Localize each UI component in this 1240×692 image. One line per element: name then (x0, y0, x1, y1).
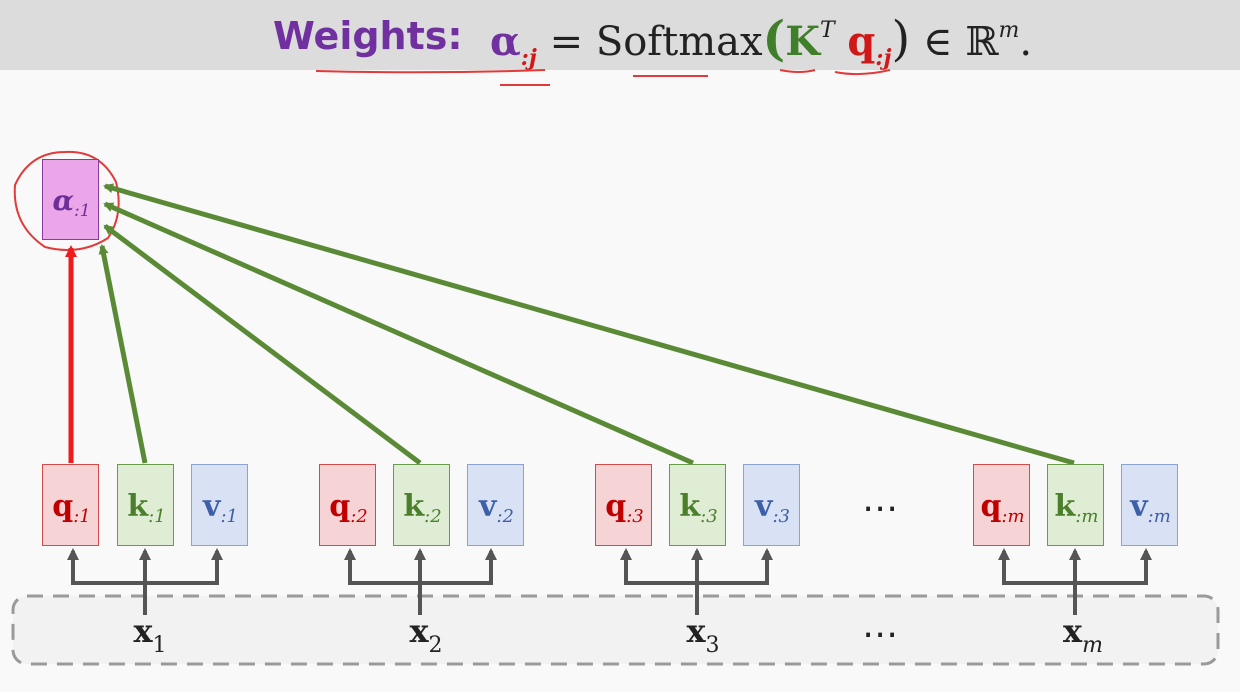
input-connectors (67, 548, 1152, 615)
value-box-2: v:2 (467, 464, 524, 546)
ellipsis-vectors: ⋯ (862, 488, 900, 529)
ellipsis-inputs: ⋯ (862, 614, 900, 655)
formula-expression: α:j = Softmax(KT q:j) ∈ ℝm. (490, 11, 1032, 71)
key-box-1: k:1 (117, 464, 174, 546)
q-subscript: :j (875, 45, 892, 71)
real-space: ∈ ℝ (910, 19, 999, 65)
paren-close: ) (891, 11, 911, 67)
input-container (11, 594, 1220, 666)
q-vector: q (847, 18, 876, 65)
key-box-2: k:2 (393, 464, 450, 546)
alpha-box-label: α:1 (52, 184, 91, 221)
query-box-1: q:1 (42, 464, 99, 546)
query-box-3: q:3 (595, 464, 652, 546)
value-box-m: v:m (1121, 464, 1178, 546)
value-box-1: v:1 (191, 464, 248, 546)
weights-label: Weights: (273, 14, 463, 58)
input-x2: x2 (409, 612, 443, 658)
annotation-underlines (315, 69, 891, 86)
alpha-subscript: :j (520, 45, 537, 71)
k-matrix: K (785, 18, 821, 65)
key-arrows (98, 183, 1075, 466)
input-xm: xm (1063, 612, 1103, 658)
query-box-2: q:2 (319, 464, 376, 546)
softmax-text: = Softmax (549, 19, 763, 65)
input-x3: x3 (686, 612, 720, 658)
key-box-3: k:3 (669, 464, 726, 546)
paren-open: ( (762, 11, 786, 67)
period: . (1019, 19, 1033, 65)
formula-banner (0, 0, 1240, 70)
alpha-symbol: α (490, 18, 521, 65)
weights-formula: Weights: α:j = Softmax(KT q:j) ∈ ℝm. (0, 6, 1240, 71)
query-box-m: q:m (973, 464, 1030, 546)
input-x1: x1 (133, 612, 167, 658)
transpose-sup: T (820, 18, 835, 43)
alpha-weight-box: α:1 (42, 159, 99, 240)
key-box-m: k:m (1047, 464, 1104, 546)
dimension-sup: m (998, 18, 1020, 43)
value-box-3: v:3 (743, 464, 800, 546)
